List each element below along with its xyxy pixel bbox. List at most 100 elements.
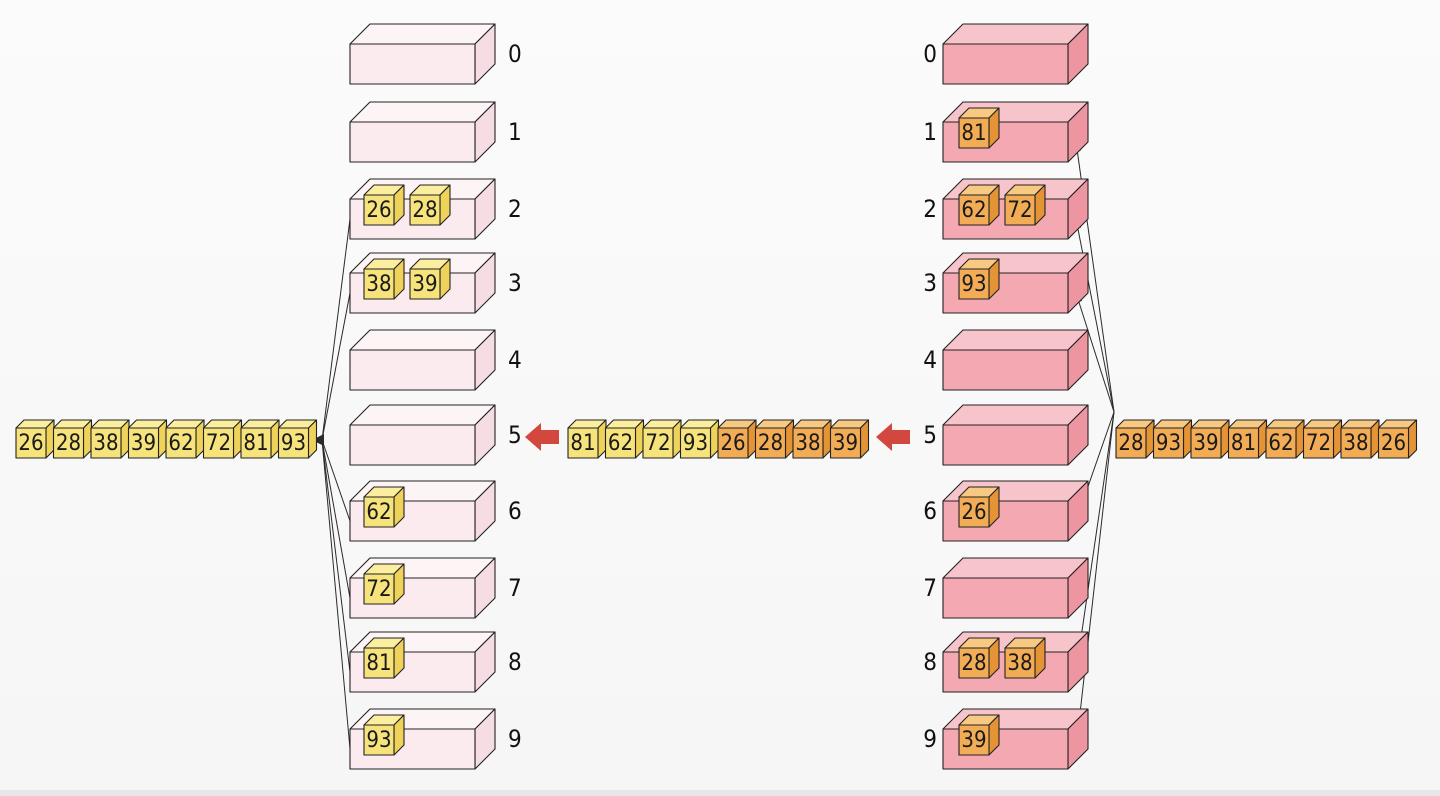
cube-value: 62 [366,500,391,525]
cube-value: 39 [131,431,156,456]
cube-value: 62 [961,198,986,223]
flow-arrows [525,423,910,451]
intermediate-sequence-cube: 62 [604,419,645,459]
right-bucket-9: 39 [942,708,1089,770]
right-connector-line [1075,218,1115,413]
bucket-cube: 72 [363,563,405,605]
output-sequence-cube: 93 [277,419,318,459]
intermediate-sequence-cube: 38 [792,419,832,459]
output-sequence-cube: 81 [240,419,280,459]
right-connector-line [1075,411,1115,673]
left-bucket-3: 38 39 [349,252,496,314]
input-sequence-cube: 28 [1115,419,1155,459]
output-sequence-cube: 26 [15,419,55,459]
output-sequence-cube: 72 [202,419,243,459]
cube-value: 39 [961,728,986,753]
bucket-label: 0 [508,40,522,68]
left-arrowhead [312,434,324,446]
cube-value: 81 [243,431,268,456]
intermediate-sequence: 81 62 72 93 26 28 38 39 [567,419,870,459]
bucket-label: 3 [923,269,937,297]
flow-arrow-right [876,423,910,451]
cube-value: 81 [961,121,986,146]
cube-value: 38 [366,272,391,297]
bucket-label: 8 [508,648,522,676]
input-sequence-cube: 72 [1302,419,1343,459]
cube-value: 93 [281,431,306,456]
cube-value: 38 [795,431,820,456]
left-bucket-0 [349,23,496,85]
left-connector-line [321,218,351,441]
cube-value: 72 [1007,198,1032,223]
intermediate-sequence-cube: 81 [567,419,607,459]
bucket-label: 4 [923,346,937,374]
bucket-cube: 72 [1004,184,1046,226]
input-sequence-cube: 39 [1190,419,1230,459]
left-connector-line [321,439,351,599]
cube-value: 62 [608,431,633,456]
left-bucket-7: 72 [349,557,496,619]
right-bucket-4 [942,329,1089,391]
cube-value: 72 [366,577,391,602]
cube-value: 26 [18,431,43,456]
intermediate-sequence-cube: 72 [642,419,682,459]
right-bucket-3: 93 [942,252,1089,314]
cube-value: 62 [1268,431,1293,456]
cube-value: 28 [412,198,437,223]
bucket-label: 6 [923,497,937,525]
cube-value: 62 [168,431,193,456]
input-sequence-cube: 81 [1227,419,1268,459]
cube-value: 81 [570,431,595,456]
bucket-cube: 39 [958,714,1000,756]
cube-value: 26 [720,431,745,456]
intermediate-sequence-cube: 93 [679,419,720,459]
cube-value: 26 [366,198,391,223]
cube-value: 93 [366,728,391,753]
cube-value: 28 [758,431,783,456]
left-connector-line [321,439,351,750]
cube-value: 28 [1118,431,1143,456]
bucket-label: 5 [923,421,937,449]
cube-value: 39 [1193,431,1218,456]
cube-value: 39 [833,431,858,456]
bucket-label: 6 [508,497,522,525]
right-connector-line [1075,411,1115,750]
bucket-label: 9 [923,725,937,753]
left-bucket-6: 62 [349,480,496,542]
bucket-cube: 26 [958,486,1000,528]
cube-value: 38 [1343,431,1368,456]
left-bucket-8: 81 [349,631,496,693]
intermediate-sequence-cube: 28 [754,419,795,459]
left-bucket-9: 93 [349,708,496,770]
cube-value: 38 [93,431,118,456]
bucket-label: 2 [508,195,522,223]
bucket-cube: 93 [363,714,405,756]
cube-value: 26 [1381,431,1406,456]
cube-value: 72 [645,431,670,456]
left-bucket-5 [349,404,496,466]
bucket-label: 1 [508,118,522,146]
bucket-label: 5 [508,421,522,449]
output-sequence-cube: 38 [90,419,130,459]
bucket-cube: 28 [409,184,451,226]
bucket-cube: 93 [958,258,1000,300]
cube-value: 93 [1156,431,1181,456]
intermediate-sequence-cube: 39 [829,419,870,459]
bucket-cube: 28 [958,637,1000,679]
cube-value: 72 [206,431,231,456]
right-bucket-6: 26 [942,480,1089,542]
left-connector-line [321,439,351,673]
left-bucket-1 [349,101,496,163]
cube-value: 93 [683,431,708,456]
left-bucket-4 [349,329,496,391]
cube-value: 81 [1231,431,1256,456]
bucket-cube: 39 [409,258,451,300]
intermediate-sequence-cube: 26 [717,419,757,459]
